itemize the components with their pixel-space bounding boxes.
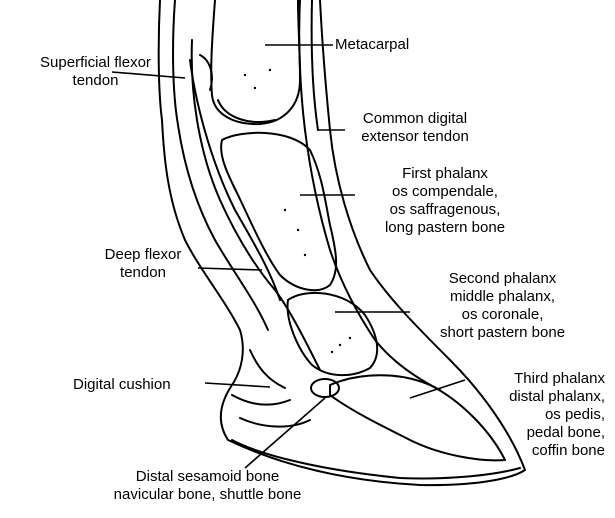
label-line: Metacarpal — [335, 36, 410, 53]
label-second-phalanx: Second phalanx middle phalanx, os corona… — [405, 270, 600, 342]
label-deep-flexor-tendon: Deep flexor tendon — [93, 246, 193, 282]
label-line: tendon — [120, 264, 166, 281]
skin-outline — [157, 0, 526, 487]
label-line: extensor tendon — [361, 128, 469, 145]
label-line: os saffragenous, — [389, 201, 501, 218]
label-line: Deep flexor — [104, 246, 182, 263]
label-digital-cushion: Digital cushion — [73, 376, 171, 394]
label-line: tendon — [72, 72, 119, 89]
label-line: Third phalanx — [514, 370, 605, 387]
label-line: Digital cushion — [73, 376, 171, 393]
label-line: os compendale, — [392, 183, 498, 200]
leader-deep-flexor — [197, 267, 263, 271]
label-line: pedal bone, — [526, 424, 605, 441]
deep-flexor-tendon — [190, 39, 321, 371]
label-line: middle phalanx, — [449, 288, 556, 305]
label-line: coffin bone — [531, 442, 605, 459]
leader-third-phalanx — [409, 379, 466, 399]
label-distal-sesamoid-bone: Distal sesamoid bone navicular bone, shu… — [90, 468, 325, 504]
extensor-tendon — [298, 0, 441, 391]
label-line: Common digital — [362, 110, 468, 127]
flexor-sheath — [172, 0, 269, 331]
leader-digital-cushion — [204, 382, 271, 388]
label-metacarpal: Metacarpal — [335, 36, 409, 54]
label-line: Distal sesamoid bone — [135, 468, 280, 485]
label-superficial-flexor-tendon: Superficial flexor tendon — [8, 54, 183, 90]
label-first-phalanx: First phalanx os compendale, os saffrage… — [350, 165, 540, 237]
leader-distal-sesamoid — [244, 397, 326, 469]
label-line: Second phalanx — [448, 270, 557, 287]
label-line: distal phalanx, — [509, 388, 605, 405]
label-line: os coronale, — [461, 306, 544, 323]
label-line: First phalanx — [402, 165, 488, 182]
label-line: short pastern bone — [439, 324, 566, 341]
label-line: Superficial flexor — [40, 54, 151, 71]
navicular-bone — [310, 378, 340, 398]
label-line: long pastern bone — [384, 219, 506, 236]
metacarpal-bone — [210, 0, 301, 126]
label-common-digital-extensor-tendon: Common digital extensor tendon — [340, 110, 490, 146]
label-third-phalanx: Third phalanx distal phalanx, os pedis, … — [455, 370, 605, 460]
label-line: os pedis, — [544, 406, 605, 423]
label-line: navicular bone, shuttle bone — [113, 486, 302, 503]
first-phalanx-bone — [220, 131, 338, 292]
second-phalanx-bone — [286, 291, 379, 377]
leader-superficial-flexor — [111, 71, 186, 79]
third-phalanx-bone — [329, 374, 506, 462]
